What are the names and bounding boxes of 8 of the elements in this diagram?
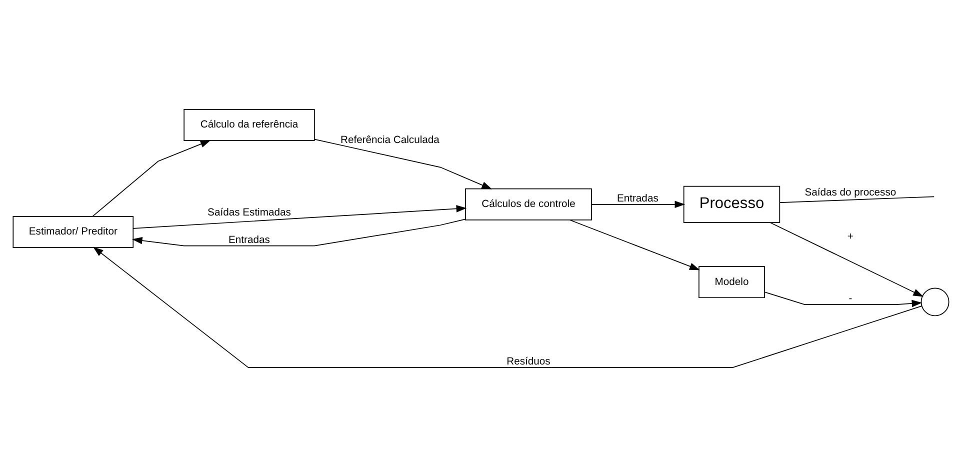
edge-label: Referência Calculada <box>340 134 440 146</box>
edge-label: Resíduos <box>506 356 550 368</box>
edge-label: Entradas <box>616 192 658 204</box>
edge-label: + <box>847 230 854 242</box>
edge-label: - <box>848 293 852 304</box>
edge-label: Saídas Estimadas <box>208 206 291 218</box>
edge-label: Saídas do processo <box>804 186 896 198</box>
edge-label: Entradas <box>228 234 270 246</box>
